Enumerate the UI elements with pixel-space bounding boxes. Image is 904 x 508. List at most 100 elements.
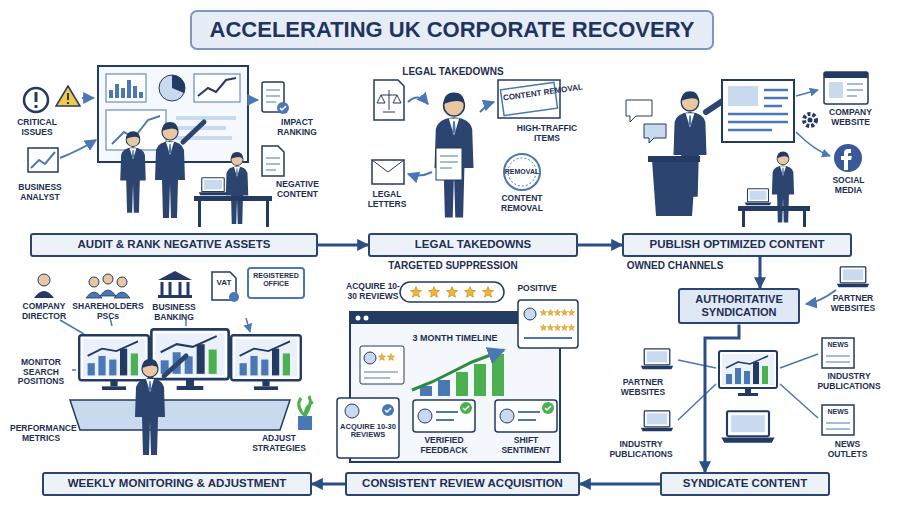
art-shape: [103, 274, 113, 284]
stage-banner: LEGAL TAKEDOWNS: [368, 233, 578, 257]
art-shape: [474, 364, 486, 396]
stage-banner: PUBLISH OPTIMIZED CONTENT: [622, 233, 852, 257]
stage-banner: AUDIT & RANK NEGATIVE ASSETS: [30, 233, 318, 257]
art-shape: [772, 151, 794, 222]
callout-label: VAT: [212, 279, 236, 288]
art-shape: [524, 337, 572, 339]
art-shape: [262, 146, 284, 176]
callout-label: PERFORMANCE METRICS: [10, 424, 72, 443]
art-shape: [561, 309, 567, 315]
audit-scene: [24, 66, 289, 227]
art-shape: [554, 309, 560, 315]
banner-text: SYNDICATE CONTENT: [670, 477, 820, 491]
art-shape: [266, 90, 280, 102]
art-shape: [229, 292, 239, 302]
art-shape: [738, 206, 810, 211]
art-shape: [106, 74, 146, 102]
art-shape: [377, 90, 401, 112]
art-shape: [70, 400, 290, 430]
art-shape: [164, 356, 186, 376]
art-shape: [837, 267, 869, 287]
art-shape: [364, 372, 398, 378]
callout-label: COMPANY WEBSITE: [818, 108, 883, 127]
art-shape: [266, 201, 269, 227]
art-shape: [162, 282, 188, 295]
art-shape: [435, 93, 474, 218]
flow-arrow: [705, 324, 739, 472]
art-shape: [111, 80, 141, 98]
art-shape: [158, 271, 192, 280]
art-shape: [500, 82, 557, 115]
callout-label: INDUSTRY PUBLICATIONS: [812, 372, 886, 391]
art-shape: [480, 102, 494, 112]
callout-label: NEWS: [822, 408, 854, 416]
title-box: ACCELERATING UK CORPORATE RECOVERY: [190, 10, 714, 50]
flow-arrow: [580, 482, 660, 485]
art-shape: [82, 97, 94, 99]
art-shape: [408, 97, 428, 104]
art-shape: [24, 88, 48, 112]
art-shape: [428, 287, 439, 298]
banner-text: AUTHORITATIVE SYNDICATION: [688, 293, 790, 319]
stage-banner: CONSISTENT REVIEW ACQUISITION: [345, 472, 580, 496]
art-shape: [364, 352, 376, 364]
art-shape: [412, 350, 504, 390]
art-shape: [372, 160, 404, 172]
art-shape: [299, 396, 313, 416]
callout-label: SHAREHOLDERS PSCs: [72, 302, 144, 321]
art-shape: [385, 408, 391, 412]
art-shape: [568, 309, 574, 315]
art-shape: [56, 86, 80, 106]
flow-arrow: [578, 243, 622, 246]
art-shape: [796, 132, 830, 156]
art-shape: [847, 84, 863, 96]
art-shape: [28, 148, 58, 172]
art-shape: [561, 324, 567, 330]
callout-label: CRITICAL ISSUES: [12, 118, 62, 137]
banner-text: WEEKLY MONITORING & ADJUSTMENT: [52, 477, 302, 491]
art-shape: [387, 353, 394, 360]
art-shape: [824, 72, 868, 104]
art-shape: [34, 291, 54, 298]
art-shape: [183, 122, 204, 142]
art-shape: [804, 114, 816, 126]
callout-label: POSITIVE: [512, 284, 562, 294]
art-shape: [360, 346, 404, 384]
flow-arrow: [318, 243, 368, 246]
callout-label: IMPACT RANKING: [272, 118, 322, 137]
art-shape: [364, 316, 369, 321]
title-text: ACCELERATING UK CORPORATE RECOVERY: [210, 17, 695, 42]
callout-label: ADJUST STRATEGIES: [248, 434, 310, 453]
art-shape: [378, 353, 385, 360]
art-shape: [822, 338, 854, 368]
art-shape: [834, 144, 862, 172]
art-shape: [518, 412, 540, 420]
art-shape: [79, 335, 149, 390]
art-shape: [135, 359, 165, 455]
art-shape: [822, 405, 854, 435]
art-shape: [372, 160, 404, 184]
callout-label: NEWS OUTLETS: [820, 440, 875, 459]
callout-label: ACQUIRE 10-30 REVIEWS: [343, 282, 403, 301]
flow-arrow: [759, 257, 762, 288]
callout-label: BUSINESS BANKING: [146, 303, 202, 322]
stage-banner: SYNDICATE CONTENT: [660, 472, 830, 496]
callout-label: VERIFIED FEEDBACK: [413, 436, 475, 455]
art-shape: [418, 409, 432, 423]
art-shape: [382, 404, 394, 416]
art-shape: [60, 140, 96, 158]
art-shape: [158, 295, 192, 298]
callout-label: MONITOR SEARCH POSITIONS: [10, 358, 72, 387]
art-shape: [231, 335, 301, 390]
art-shape: [446, 287, 457, 298]
banner-text: PUBLISH OPTIMIZED CONTENT: [632, 238, 842, 252]
callout-label: INDUSTRY PUBLICATIONS: [604, 440, 678, 459]
art-shape: [745, 189, 772, 206]
banner-text: AUDIT & RANK NEGATIVE ASSETS: [40, 238, 308, 252]
art-shape: [280, 106, 286, 110]
art-shape: [400, 282, 504, 302]
art-shape: [826, 423, 850, 429]
callout-label: REMOVAL: [500, 168, 544, 176]
art-shape: [226, 152, 249, 224]
art-shape: [518, 300, 578, 348]
